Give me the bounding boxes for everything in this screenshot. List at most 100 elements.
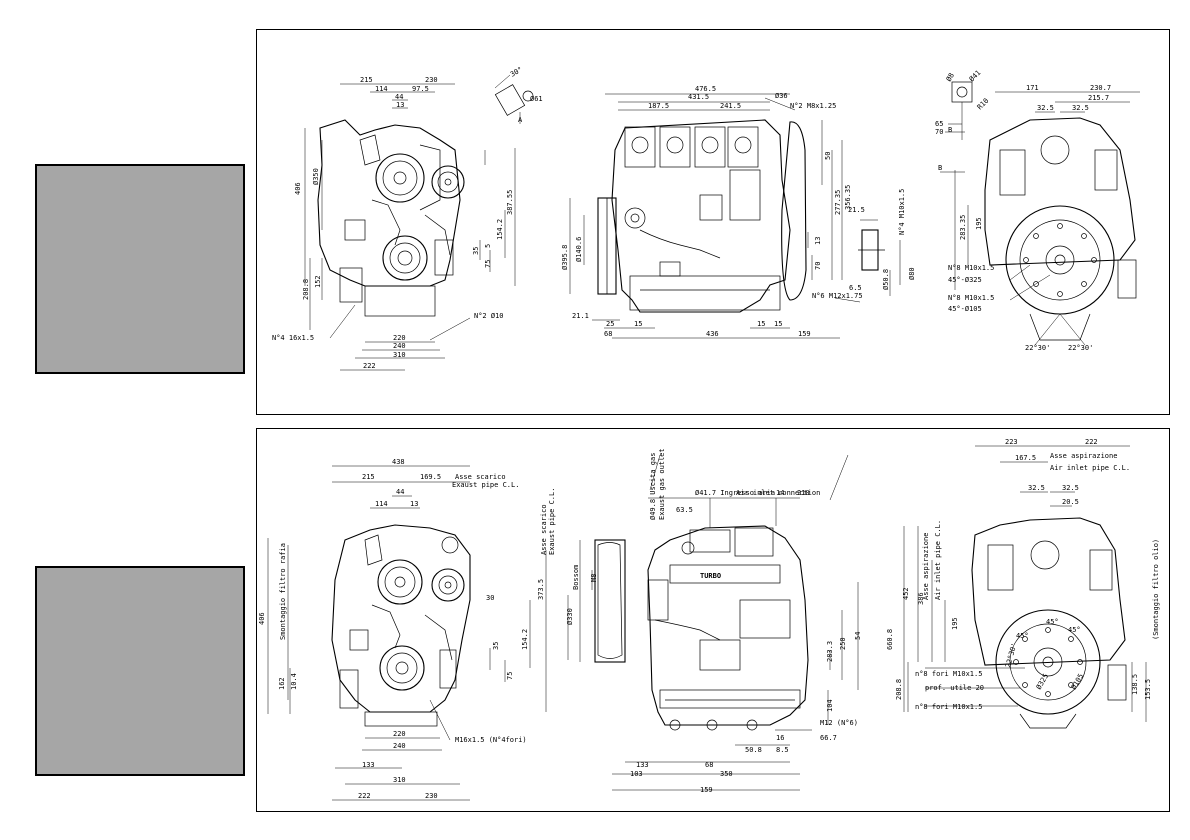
dimension-label: 356.35 bbox=[844, 185, 852, 210]
dimension-label: 438 bbox=[392, 458, 405, 466]
dimension-label: 222 bbox=[1085, 438, 1098, 446]
dimension-label: 250 bbox=[839, 637, 847, 650]
dimension-label: B bbox=[938, 164, 942, 172]
callout-label: (Smontaggio filtro olio) bbox=[1152, 539, 1160, 640]
callout-label: N°2 Ø10 bbox=[474, 312, 504, 320]
dimension-label: 32.5 bbox=[1037, 104, 1054, 112]
callout-label: Asse scarico bbox=[455, 473, 506, 481]
dimension-label: Ø140.6 bbox=[575, 237, 583, 262]
dimension-label: 104 bbox=[826, 699, 834, 712]
dimension-label: 70 bbox=[935, 128, 943, 136]
dimension-label: 436 bbox=[706, 330, 719, 338]
dimension-label: 30° bbox=[509, 65, 524, 78]
dimension-label: 15 bbox=[634, 320, 642, 328]
dimension-label: Ø41 bbox=[968, 69, 983, 84]
dimension-label: 35 bbox=[472, 247, 480, 255]
dimension-label: Ø50.8 bbox=[882, 269, 890, 290]
dimension-label: 45° bbox=[1046, 618, 1059, 626]
dimension-label: 215 bbox=[360, 76, 373, 84]
dimension-label: 406 bbox=[294, 182, 302, 195]
dimension-label: 406 bbox=[258, 612, 266, 625]
dimension-label: R10 bbox=[976, 97, 991, 112]
dimension-label: 159 bbox=[798, 330, 811, 338]
dimension-label: 70 bbox=[814, 262, 822, 270]
dimension-label: 32.5 bbox=[1062, 484, 1079, 492]
dimension-label: 431.5 bbox=[688, 93, 709, 101]
dimension-label: 133 bbox=[636, 761, 649, 769]
dimension-label: 15 bbox=[757, 320, 765, 328]
dimension-label: 240 bbox=[393, 342, 406, 350]
dimension-label: 44 bbox=[395, 93, 403, 101]
dimension-label: 97.5 bbox=[412, 85, 429, 93]
dimension-label: Ø325 bbox=[1035, 672, 1050, 691]
callout-label: M16x1.5 (N°4fori) bbox=[455, 736, 527, 744]
dimension-label: 476.5 bbox=[695, 85, 716, 93]
callout-label: N°8 M10x1.5 bbox=[948, 264, 994, 272]
dimension-label: Ø61 bbox=[530, 95, 543, 103]
top-side-view bbox=[569, 93, 901, 339]
dimension-label: 13 bbox=[410, 500, 418, 508]
dimension-label: 8.5 bbox=[776, 746, 789, 754]
dimension-label: Ø41.7 Ingresso aria bbox=[695, 489, 775, 497]
callout-label: N°8 M10x1.5 bbox=[948, 294, 994, 302]
dimension-label: 15 bbox=[774, 320, 782, 328]
callout-label: TURBO bbox=[700, 572, 721, 580]
dimension-label: 223 bbox=[1005, 438, 1018, 446]
dimension-label: 21.1 bbox=[572, 312, 589, 320]
dimension-label: 68 bbox=[604, 330, 612, 338]
dimension-label: 65 bbox=[935, 120, 943, 128]
dimension-label: 20.5 bbox=[1062, 498, 1079, 506]
dimension-label: 222 bbox=[358, 792, 371, 800]
dimension-label: 310 bbox=[393, 351, 406, 359]
dimension-label: 154.2 bbox=[521, 629, 529, 650]
dimension-label: 14 bbox=[776, 489, 784, 497]
dimension-label: 75 bbox=[506, 672, 514, 680]
dimension-label: 44 bbox=[396, 488, 404, 496]
dimension-label: 32.5 bbox=[1072, 104, 1089, 112]
dimension-label: 195 bbox=[975, 217, 983, 230]
callout-label: Smontaggio filtro rafia bbox=[279, 543, 287, 640]
dimension-label: 195 bbox=[951, 617, 959, 630]
callout-label: Air inlet pipe C.L. bbox=[1050, 464, 1130, 472]
callout-label: n°8 fori M10x1.5 bbox=[915, 703, 982, 711]
gray-placeholder-top bbox=[35, 164, 245, 374]
dimension-label: Ø36 bbox=[775, 92, 788, 100]
dimension-label: 68 bbox=[705, 761, 713, 769]
dimension-label: Air inlet connection bbox=[736, 489, 820, 497]
dimension-label: 230.7 bbox=[1090, 84, 1111, 92]
dimension-label: Ø350 bbox=[312, 168, 320, 185]
dimension-label: 75 bbox=[484, 260, 492, 268]
dimension-label: 22°30' bbox=[1025, 344, 1050, 352]
dimension-label: 387.55 bbox=[506, 190, 514, 215]
dimension-label: 169.5 bbox=[420, 473, 441, 481]
gray-placeholder-bottom bbox=[35, 566, 245, 776]
dimension-label: 452 bbox=[902, 587, 910, 600]
bottom-side-view bbox=[567, 454, 859, 791]
dimension-label: 230 bbox=[425, 792, 438, 800]
dimension-label: 114 bbox=[375, 85, 388, 93]
dimension-label: 138.5 bbox=[1131, 674, 1139, 695]
dimension-label: 152 bbox=[314, 275, 322, 288]
dimension-label: 6.5 bbox=[849, 284, 862, 292]
dimension-label: 283.35 bbox=[959, 215, 967, 240]
dimension-label: 310 bbox=[393, 776, 406, 784]
dimension-label: 208.8 bbox=[302, 279, 310, 300]
bottom-rear-view bbox=[903, 445, 1147, 729]
callout-label: N°4 16x1.5 bbox=[272, 334, 314, 342]
dimension-label: 133 bbox=[362, 761, 375, 769]
dimension-label: 22°30' bbox=[1068, 344, 1093, 352]
dimension-label: 30 bbox=[486, 594, 494, 602]
dimension-label: 35 bbox=[492, 642, 500, 650]
dimension-label: 32.5 bbox=[1028, 484, 1045, 492]
dimension-label: 45° bbox=[1068, 626, 1081, 634]
dimension-label: 241.5 bbox=[720, 102, 741, 110]
dimension-label: 25 bbox=[606, 320, 614, 328]
dimension-label: 187.5 bbox=[648, 102, 669, 110]
callout-label: n°8 fori M10x1.5 bbox=[915, 670, 982, 678]
callout-label: M12 (N°6) bbox=[820, 719, 858, 727]
dimension-label: Ø330 bbox=[566, 608, 574, 625]
callout-label: Asse aspirazione bbox=[1050, 452, 1117, 460]
dimension-label: 210 bbox=[797, 489, 810, 497]
